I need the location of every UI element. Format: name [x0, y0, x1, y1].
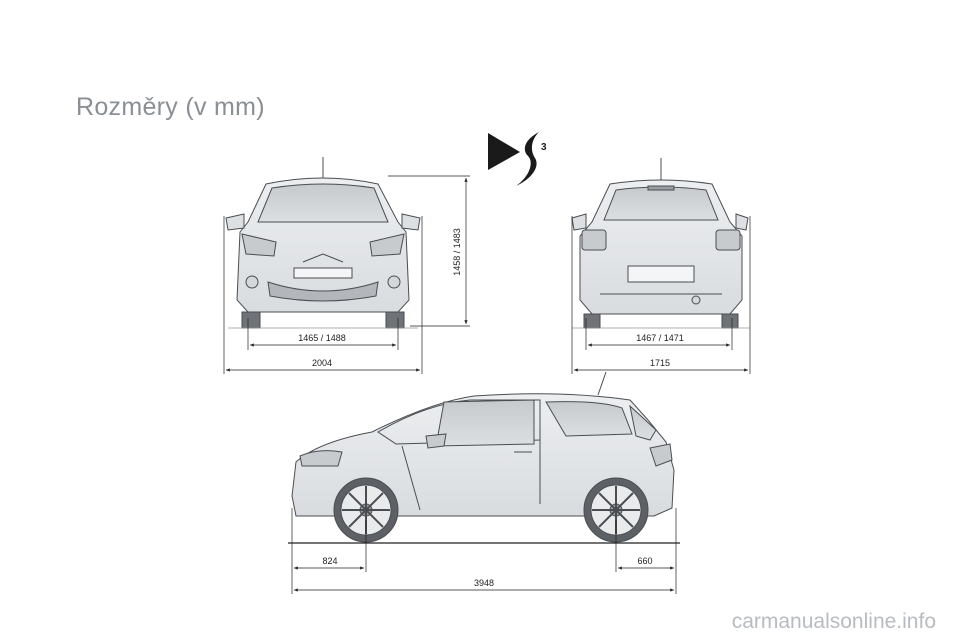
watermark: carmanualsonline.info	[731, 610, 936, 633]
rear-overhang-label: 660	[637, 556, 652, 566]
ds3-logo: 3	[488, 132, 547, 186]
front-dimension-lines	[223, 175, 470, 374]
front-track-label: 1465 / 1488	[298, 333, 346, 343]
length-label: 3948	[474, 578, 494, 588]
front-wheel	[333, 477, 399, 543]
rear-width-label: 1715	[650, 358, 670, 368]
front-overhang-label: 824	[322, 556, 337, 566]
side-dimension-lines	[288, 508, 680, 594]
rear-dimension-lines	[571, 216, 751, 374]
front-width-label: 2004	[312, 358, 332, 368]
rear-view	[571, 158, 749, 329]
front-height-label: 1458 / 1483	[452, 228, 462, 276]
page-title: Rozměry (v mm)	[76, 93, 265, 121]
rear-wheel	[583, 477, 649, 543]
side-view	[291, 371, 675, 517]
ds3-logo-number: 3	[541, 142, 547, 153]
front-view	[225, 157, 421, 329]
rear-track-label: 1467 / 1471	[636, 333, 684, 343]
